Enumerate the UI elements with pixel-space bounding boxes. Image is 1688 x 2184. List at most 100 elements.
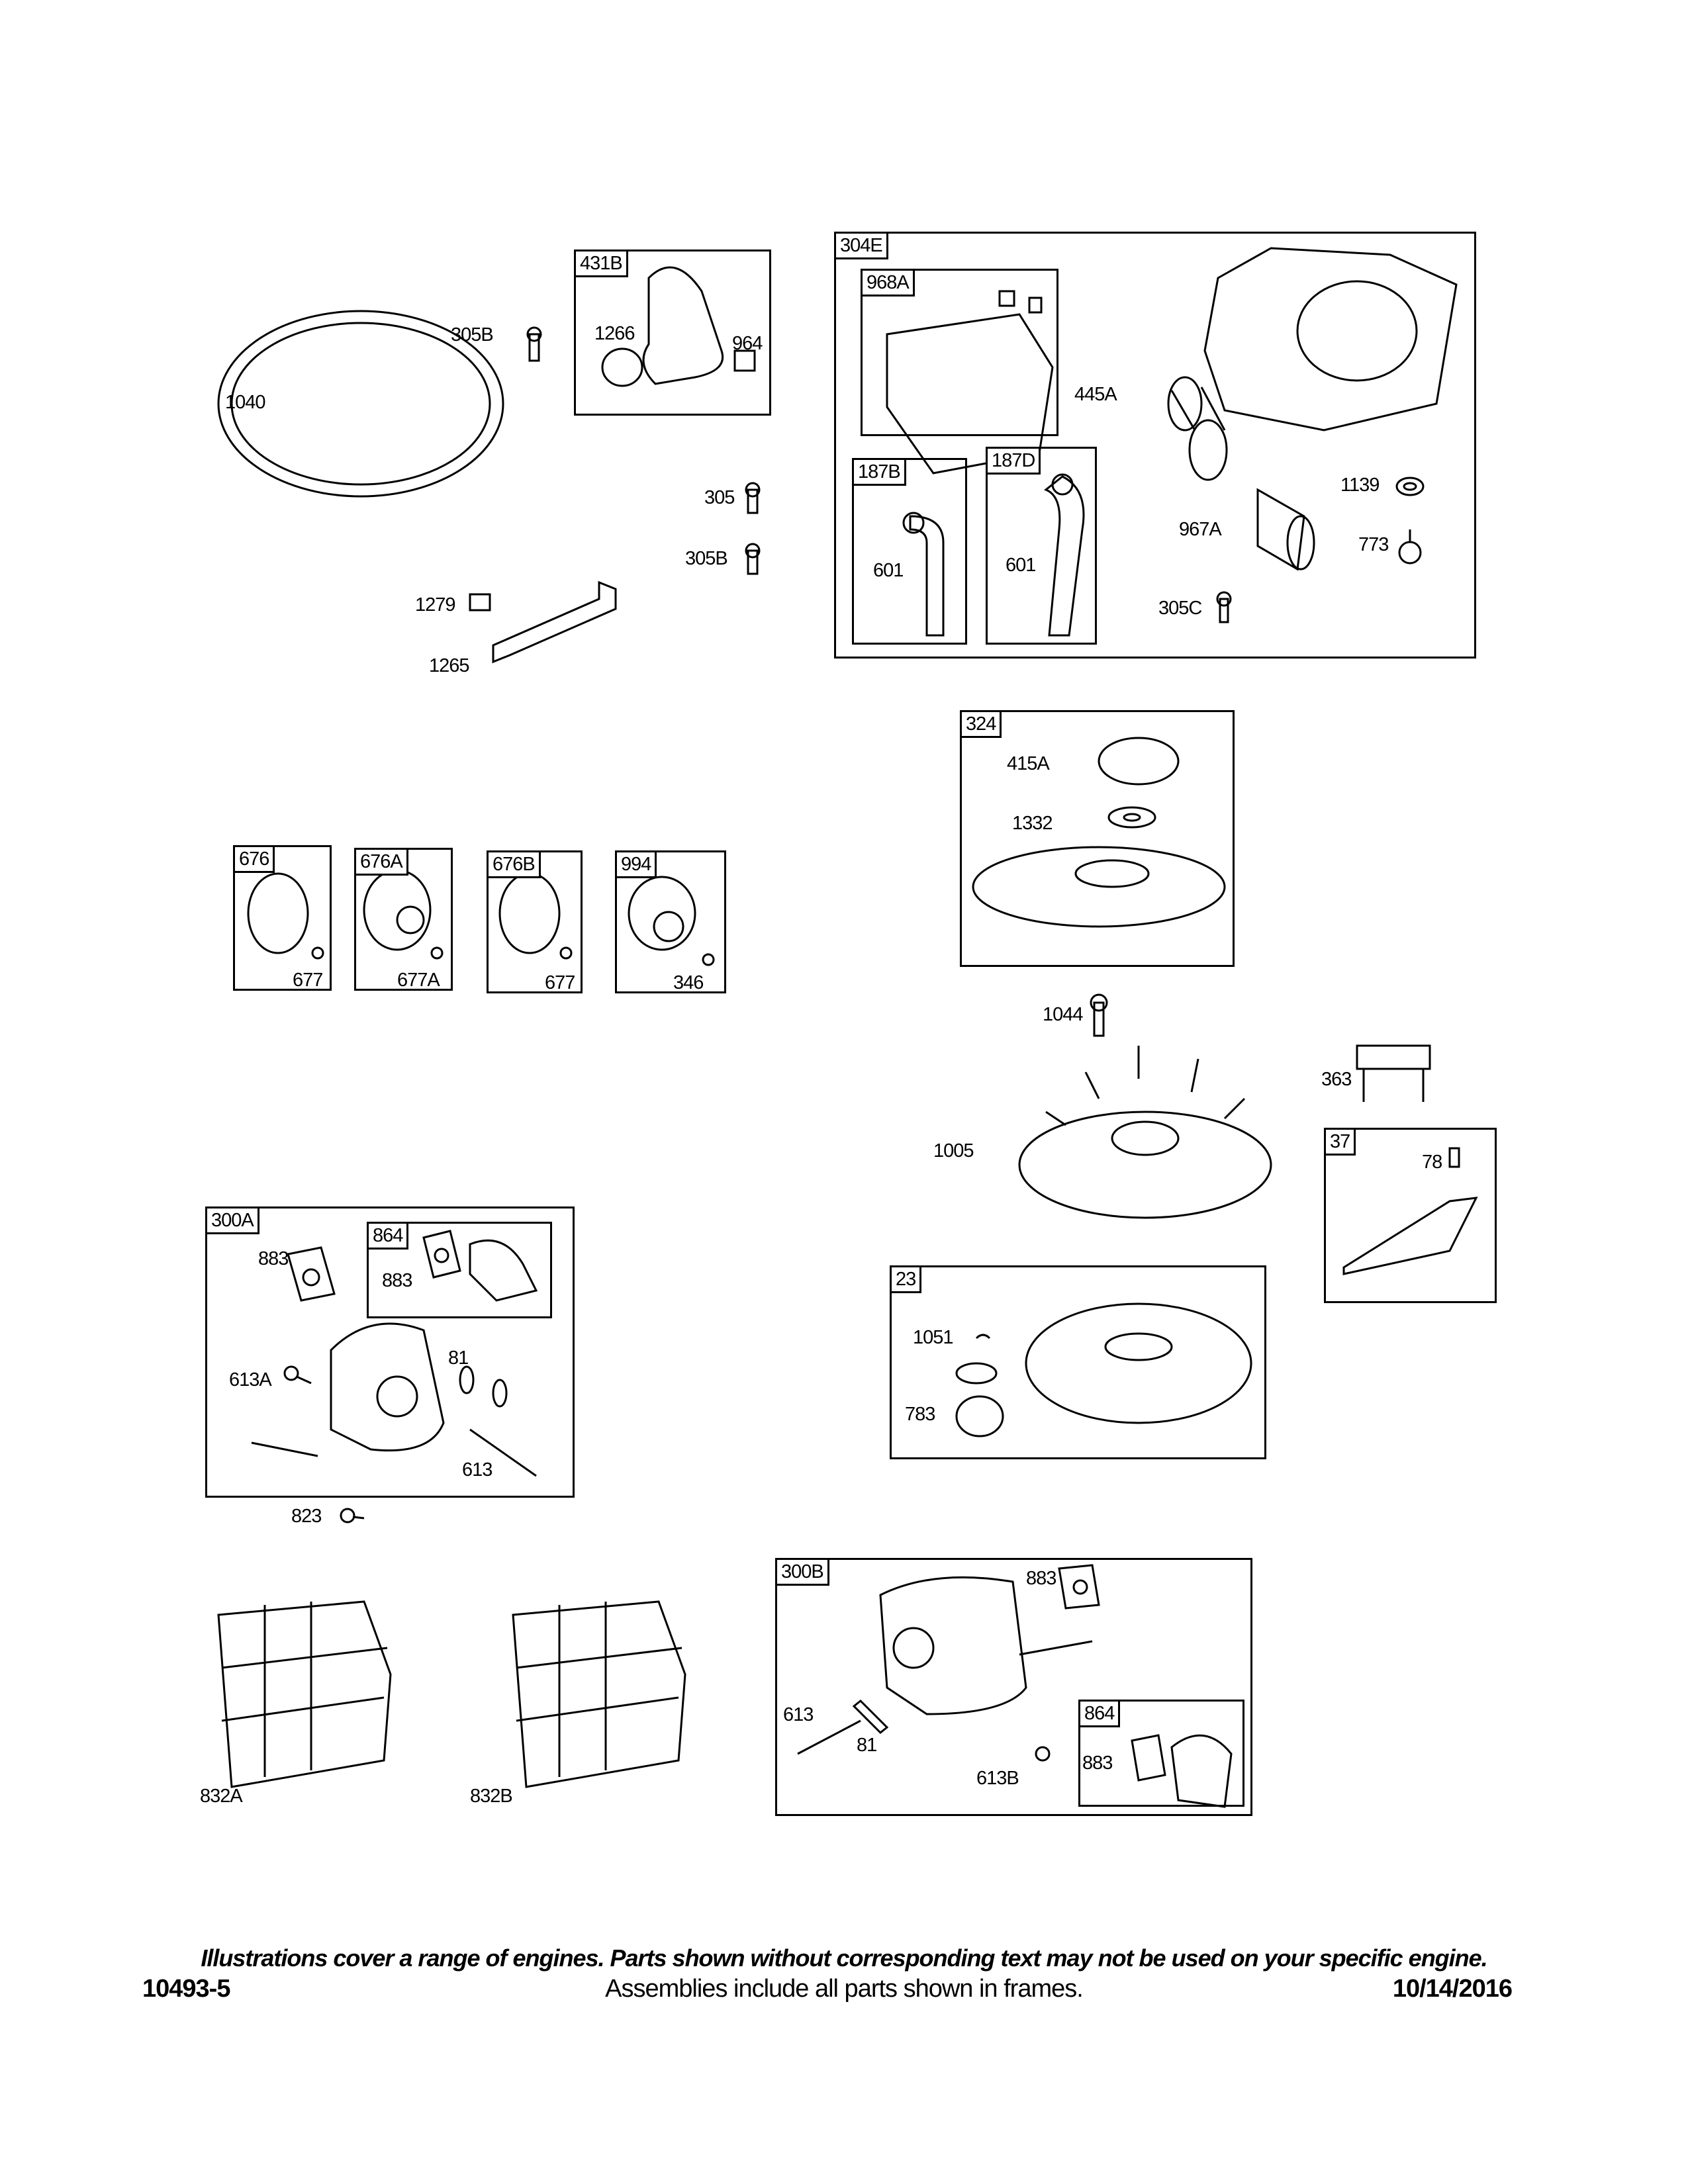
cover-676 [247,872,324,960]
part-label: 783 [905,1404,935,1425]
gear-783 [955,1395,1004,1437]
part-label: 613 [462,1459,492,1480]
part-label: 1139 [1340,475,1380,496]
shield-37 [1342,1147,1478,1275]
frame-300B: 300B [775,1558,1252,1816]
frame-label: 676B [487,850,541,878]
elbow-tube-431B [601,266,756,387]
filter-967A [1256,488,1315,571]
part-label: 677A [397,970,440,991]
gasket-883-b [422,1230,461,1279]
frame-431B: 431B [574,250,771,416]
screw-613A [283,1365,312,1385]
guard-832B [512,1600,686,1788]
gasket-883-a [287,1246,336,1302]
part-label: 445A [1074,384,1117,405]
frame-676: 676 [233,845,332,991]
frame-864-a: 864 [367,1222,552,1318]
gasket-ring-1040 [217,310,504,498]
frame-676B: 676B [487,850,583,993]
part-label: 305B [451,324,494,345]
frame-994: 994 [615,850,726,993]
filter-445A [1167,376,1228,481]
flange-864-b [1170,1734,1233,1808]
frame-label: 304E [834,232,888,259]
strap-81-b [852,1699,889,1735]
frame-676A: 676A [354,848,453,991]
assemblies-note: Assemblies include all parts shown in fr… [605,1975,1084,2003]
frame-label: 187D [986,447,1041,475]
guard-832A [217,1600,392,1788]
frame-label: 37 [1324,1128,1356,1156]
part-label: 1051 [913,1327,954,1348]
diagram-number: 10493-5 [142,1975,230,2003]
frame-label: 968A [861,269,915,296]
frame-37: 37 [1324,1128,1497,1303]
part-label: 964 [732,333,763,354]
bracket-1265 [469,580,617,664]
part-label: 1266 [594,323,635,344]
part-label: 601 [1006,555,1036,576]
bracket-363 [1356,1044,1431,1102]
frame-label: 864 [1078,1700,1121,1727]
screw-305 [745,482,761,514]
screen-324 [972,846,1226,928]
diagram-date: 10/14/2016 [1392,1975,1513,2003]
part-label: 613A [229,1369,272,1390]
part-label: 1040 [225,392,266,413]
part-label: 613B [976,1768,1019,1789]
part-label: 832A [200,1786,243,1807]
frame-label: 300A [205,1206,259,1234]
tube-187D [1044,473,1085,637]
washer-1332 [1107,806,1156,829]
flywheel-23 [1025,1302,1252,1424]
frame-label: 300B [775,1558,829,1586]
part-label: 601 [873,560,904,581]
frame-label: 187B [852,458,906,486]
part-label: 613 [783,1704,814,1725]
part-label: 677 [293,970,323,991]
gasket-883-d [1131,1734,1166,1782]
seal-ring [955,1362,998,1385]
screw-823 [340,1508,365,1524]
frame-label: 676 [233,845,275,873]
part-label: 967A [1179,519,1222,540]
tube-187B [902,512,945,637]
frame-304E: 304E [834,232,1476,659]
footer-disclaimer: Illustrations cover a range of engines. … [201,1944,1487,1972]
screw-305B-2 [745,543,761,575]
flywheel-fan-1005 [1018,1046,1272,1219]
rod-613-b [797,1719,861,1755]
plug-773 [1398,529,1422,565]
bolt-1044 [1090,993,1108,1037]
blower-housing [1203,247,1458,432]
part-label: 1332 [1012,813,1053,834]
frame-23: 23 [890,1265,1266,1459]
part-label: 883 [258,1248,289,1269]
frame-864-b: 864 [1078,1700,1244,1807]
frame-300A: 300A [205,1206,575,1498]
gasket-883-c [1058,1564,1100,1610]
screw-305C [1216,591,1232,623]
pipe-81-a [459,1365,508,1408]
frame-label: 324 [960,710,1002,738]
key-1051 [975,1334,991,1340]
part-label: 1265 [429,655,470,676]
part-label: 1044 [1043,1004,1084,1025]
part-label: 305 [704,487,735,508]
cover-994 [628,876,715,966]
part-label: 363 [1321,1069,1352,1090]
grommet-1139 [1395,477,1425,496]
frame-968A: 968A [861,269,1058,436]
part-label: 1005 [933,1140,974,1161]
part-label: 832B [470,1786,513,1807]
screw-305B [526,326,542,362]
part-label: 81 [448,1347,469,1369]
muffler-300B [879,1576,1093,1715]
frame-label: 676A [354,848,408,876]
muffler-300A [251,1322,445,1457]
part-label: 81 [857,1735,877,1756]
flange-864-a [469,1239,538,1302]
frame-324: 324 [960,710,1235,967]
